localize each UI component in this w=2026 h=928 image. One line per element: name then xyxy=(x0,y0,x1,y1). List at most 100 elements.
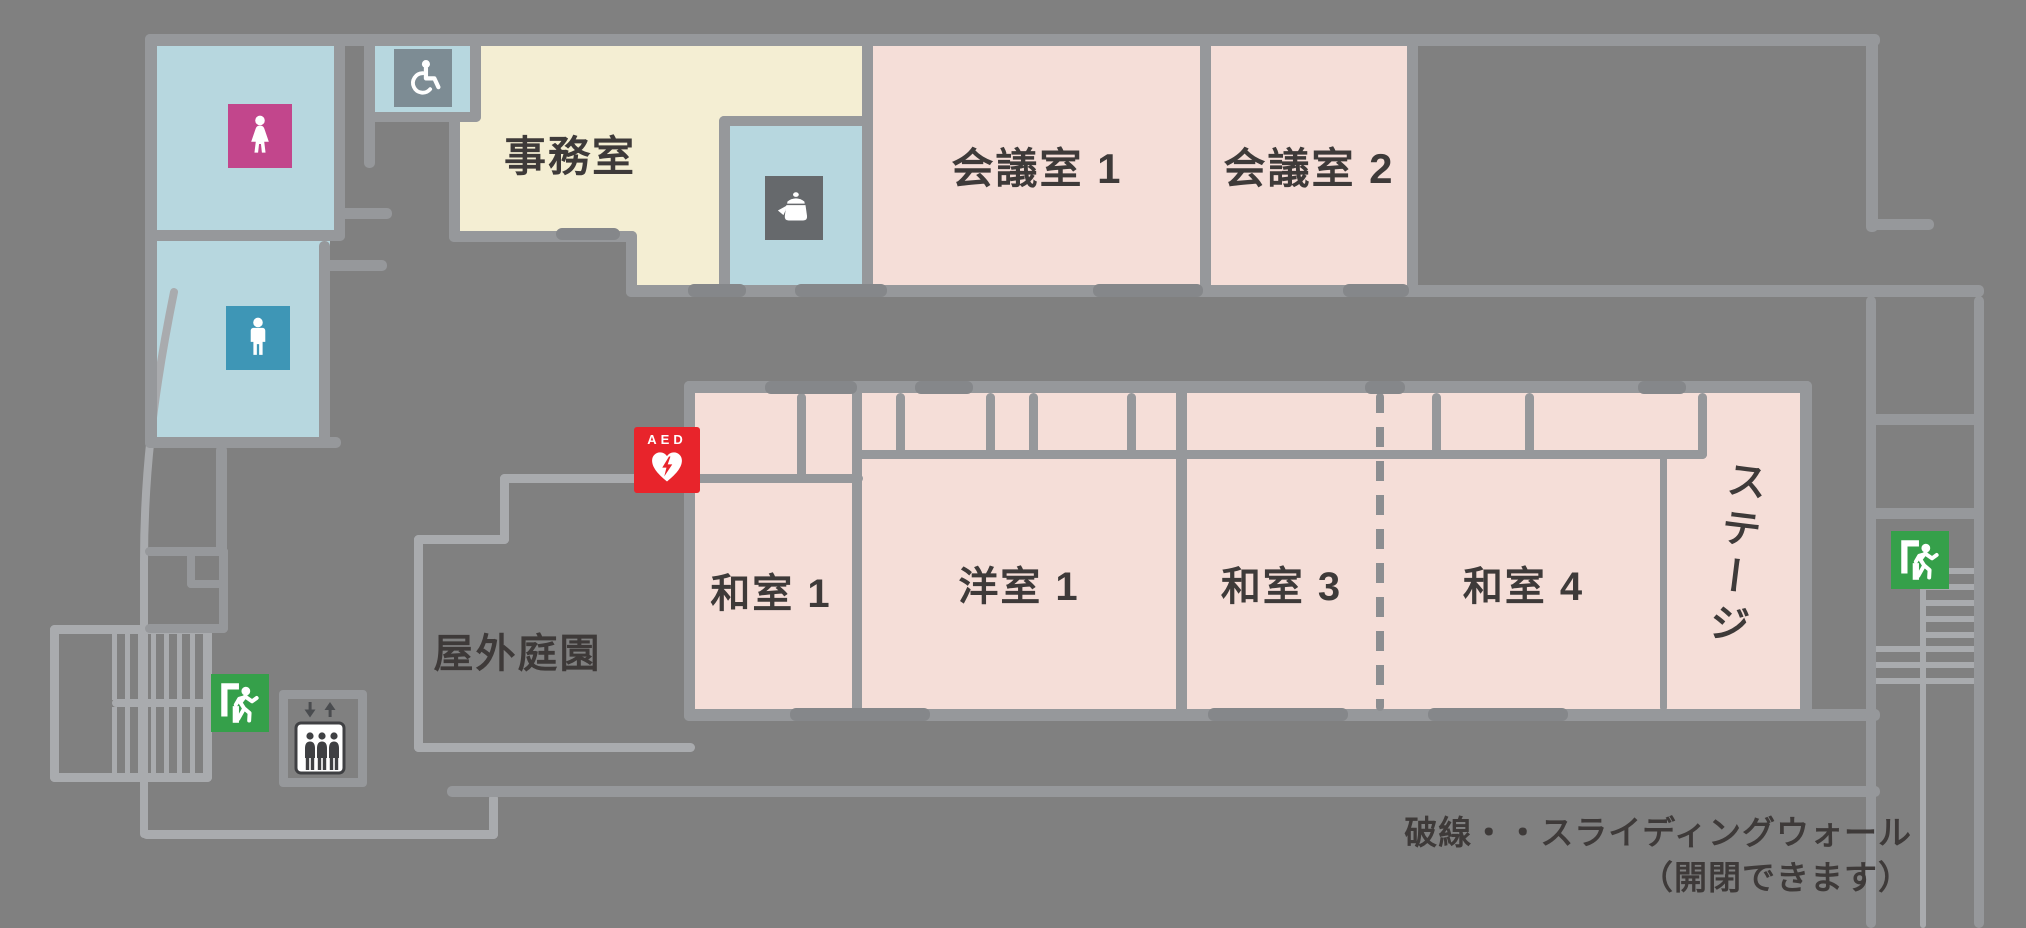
wall-stage-divider xyxy=(1660,455,1667,711)
wall xyxy=(219,547,228,633)
exit-run-icon xyxy=(221,683,259,723)
outer-boundary-connector xyxy=(489,794,498,839)
wall xyxy=(1029,393,1038,459)
door-opening xyxy=(1343,284,1409,297)
wall xyxy=(145,547,228,556)
stairs-treads-lower xyxy=(112,707,206,773)
wall xyxy=(896,393,905,459)
door-opening xyxy=(1093,284,1203,297)
down-arrow-icon xyxy=(304,702,316,718)
female-icon xyxy=(251,115,269,153)
wall xyxy=(852,381,862,721)
door-opening xyxy=(1365,381,1405,394)
wall xyxy=(1866,219,1934,230)
label-japanese-room-4: 和室 4 xyxy=(1462,564,1585,609)
sliding-wall-dashed-line xyxy=(1376,393,1384,711)
wall xyxy=(449,231,637,242)
wall xyxy=(319,241,330,448)
door-opening xyxy=(795,284,887,297)
wall xyxy=(470,34,481,122)
wall xyxy=(145,624,228,633)
wall xyxy=(334,208,392,219)
aed-heart-icon xyxy=(652,452,682,482)
room-meeting-2 xyxy=(1206,40,1412,290)
stairs-landing-line xyxy=(112,699,206,707)
wall xyxy=(1127,393,1136,459)
wheelchair-icon xyxy=(411,60,441,95)
door-opening xyxy=(790,708,930,721)
wall xyxy=(364,112,481,122)
garden-fence-top xyxy=(414,535,509,544)
wall xyxy=(364,34,375,122)
door-opening xyxy=(1638,381,1686,394)
wall xyxy=(1432,393,1441,459)
wall xyxy=(216,445,227,556)
wall-closet-band xyxy=(852,450,1707,459)
aed-label: AED xyxy=(647,432,687,447)
wall xyxy=(684,474,863,483)
wall xyxy=(1176,381,1187,721)
label-office: 事務室 xyxy=(503,132,636,180)
wall xyxy=(1800,381,1812,721)
wall xyxy=(145,230,345,241)
stairs-top-wall xyxy=(50,625,212,634)
wall xyxy=(719,116,730,297)
stairs-right-stringer xyxy=(1920,568,1926,928)
door-opening xyxy=(556,228,620,240)
label-japanese-room-3: 和室 3 xyxy=(1220,564,1343,609)
door-opening xyxy=(915,381,973,394)
label-western-room-1: 洋室 1 xyxy=(958,564,1080,609)
door-opening xyxy=(1208,708,1348,721)
wall xyxy=(319,260,387,271)
label-meeting-1: 会議室 1 xyxy=(951,144,1123,192)
up-arrow-icon xyxy=(324,702,336,717)
label-japanese-room-1: 和室 1 xyxy=(710,572,832,616)
outer-boundary-bottom xyxy=(142,830,498,839)
accessible-toilet-sign xyxy=(394,49,452,107)
male-toilet-sign xyxy=(226,306,290,370)
label-stage: ステージ xyxy=(1699,457,1768,653)
wall xyxy=(145,34,157,448)
kettle-icon xyxy=(777,192,808,221)
exit-run-icon xyxy=(1901,540,1939,580)
legend-note: 破線・・スライディングウォール （開閉できます） xyxy=(1404,810,1912,900)
room-hall-block xyxy=(690,387,1806,715)
wall xyxy=(145,437,341,448)
door-opening xyxy=(1428,708,1568,721)
wall xyxy=(626,231,637,297)
wall xyxy=(684,381,695,721)
wall-bottom-corridor xyxy=(447,786,1880,797)
wall xyxy=(986,393,995,459)
wall xyxy=(797,393,806,483)
room-meeting-1 xyxy=(868,40,1206,290)
wall xyxy=(1866,414,1984,425)
stairs-bottom-wall xyxy=(50,773,212,782)
wall-top xyxy=(145,34,1880,46)
door-opening xyxy=(765,381,857,394)
exit-sign-right xyxy=(1891,531,1949,589)
wall xyxy=(1525,393,1534,459)
garden-fence-step xyxy=(500,474,509,544)
garden-fence-top2 xyxy=(500,474,692,483)
legend-line-2: （開閉できます） xyxy=(1640,859,1912,896)
stairs-right-wall xyxy=(203,625,212,782)
wall xyxy=(449,112,460,242)
wall xyxy=(1866,34,1878,232)
legend-line-1: 破線・・スライディングウォール xyxy=(1404,814,1912,851)
label-outdoor-garden: 屋外庭園 xyxy=(433,632,602,676)
wall xyxy=(1407,34,1418,297)
wall xyxy=(1866,508,1984,519)
aed-sign: AED xyxy=(634,427,700,493)
wall xyxy=(1866,296,1876,928)
stairs-treads-upper xyxy=(112,634,206,700)
wall xyxy=(1974,296,1984,928)
wall xyxy=(187,580,228,588)
door-opening xyxy=(688,284,746,297)
kitchenette-sign xyxy=(765,176,823,240)
wall xyxy=(719,116,869,126)
male-icon xyxy=(250,317,266,355)
stairs-left-wall xyxy=(50,625,59,782)
wall xyxy=(334,34,345,241)
garden-fence-bottom xyxy=(414,743,695,752)
